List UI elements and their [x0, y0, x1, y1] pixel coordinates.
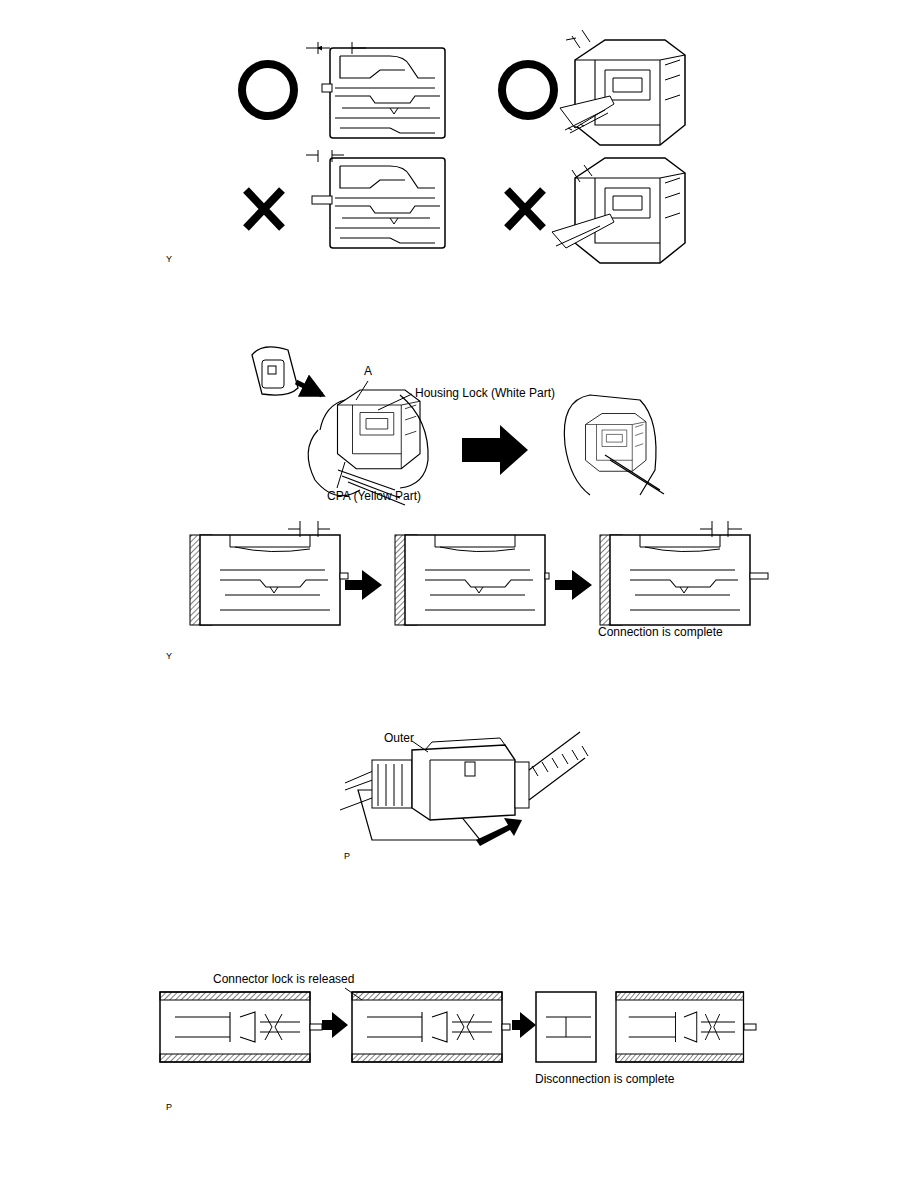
- figure-code: P: [344, 851, 350, 861]
- part-label: A: [364, 365, 372, 379]
- part-label: Housing Lock (White Part): [415, 387, 555, 401]
- figure-code: P: [166, 1102, 172, 1112]
- figure-code: Y: [166, 651, 172, 661]
- part-label: Disconnection is complete: [535, 1073, 674, 1087]
- figure-code: Y: [166, 254, 172, 264]
- part-label: Outer: [384, 732, 414, 746]
- part-label: Connector lock is released: [213, 973, 354, 987]
- part-label: CPA (Yellow Part): [327, 490, 421, 504]
- part-label: Connection is complete: [598, 626, 723, 640]
